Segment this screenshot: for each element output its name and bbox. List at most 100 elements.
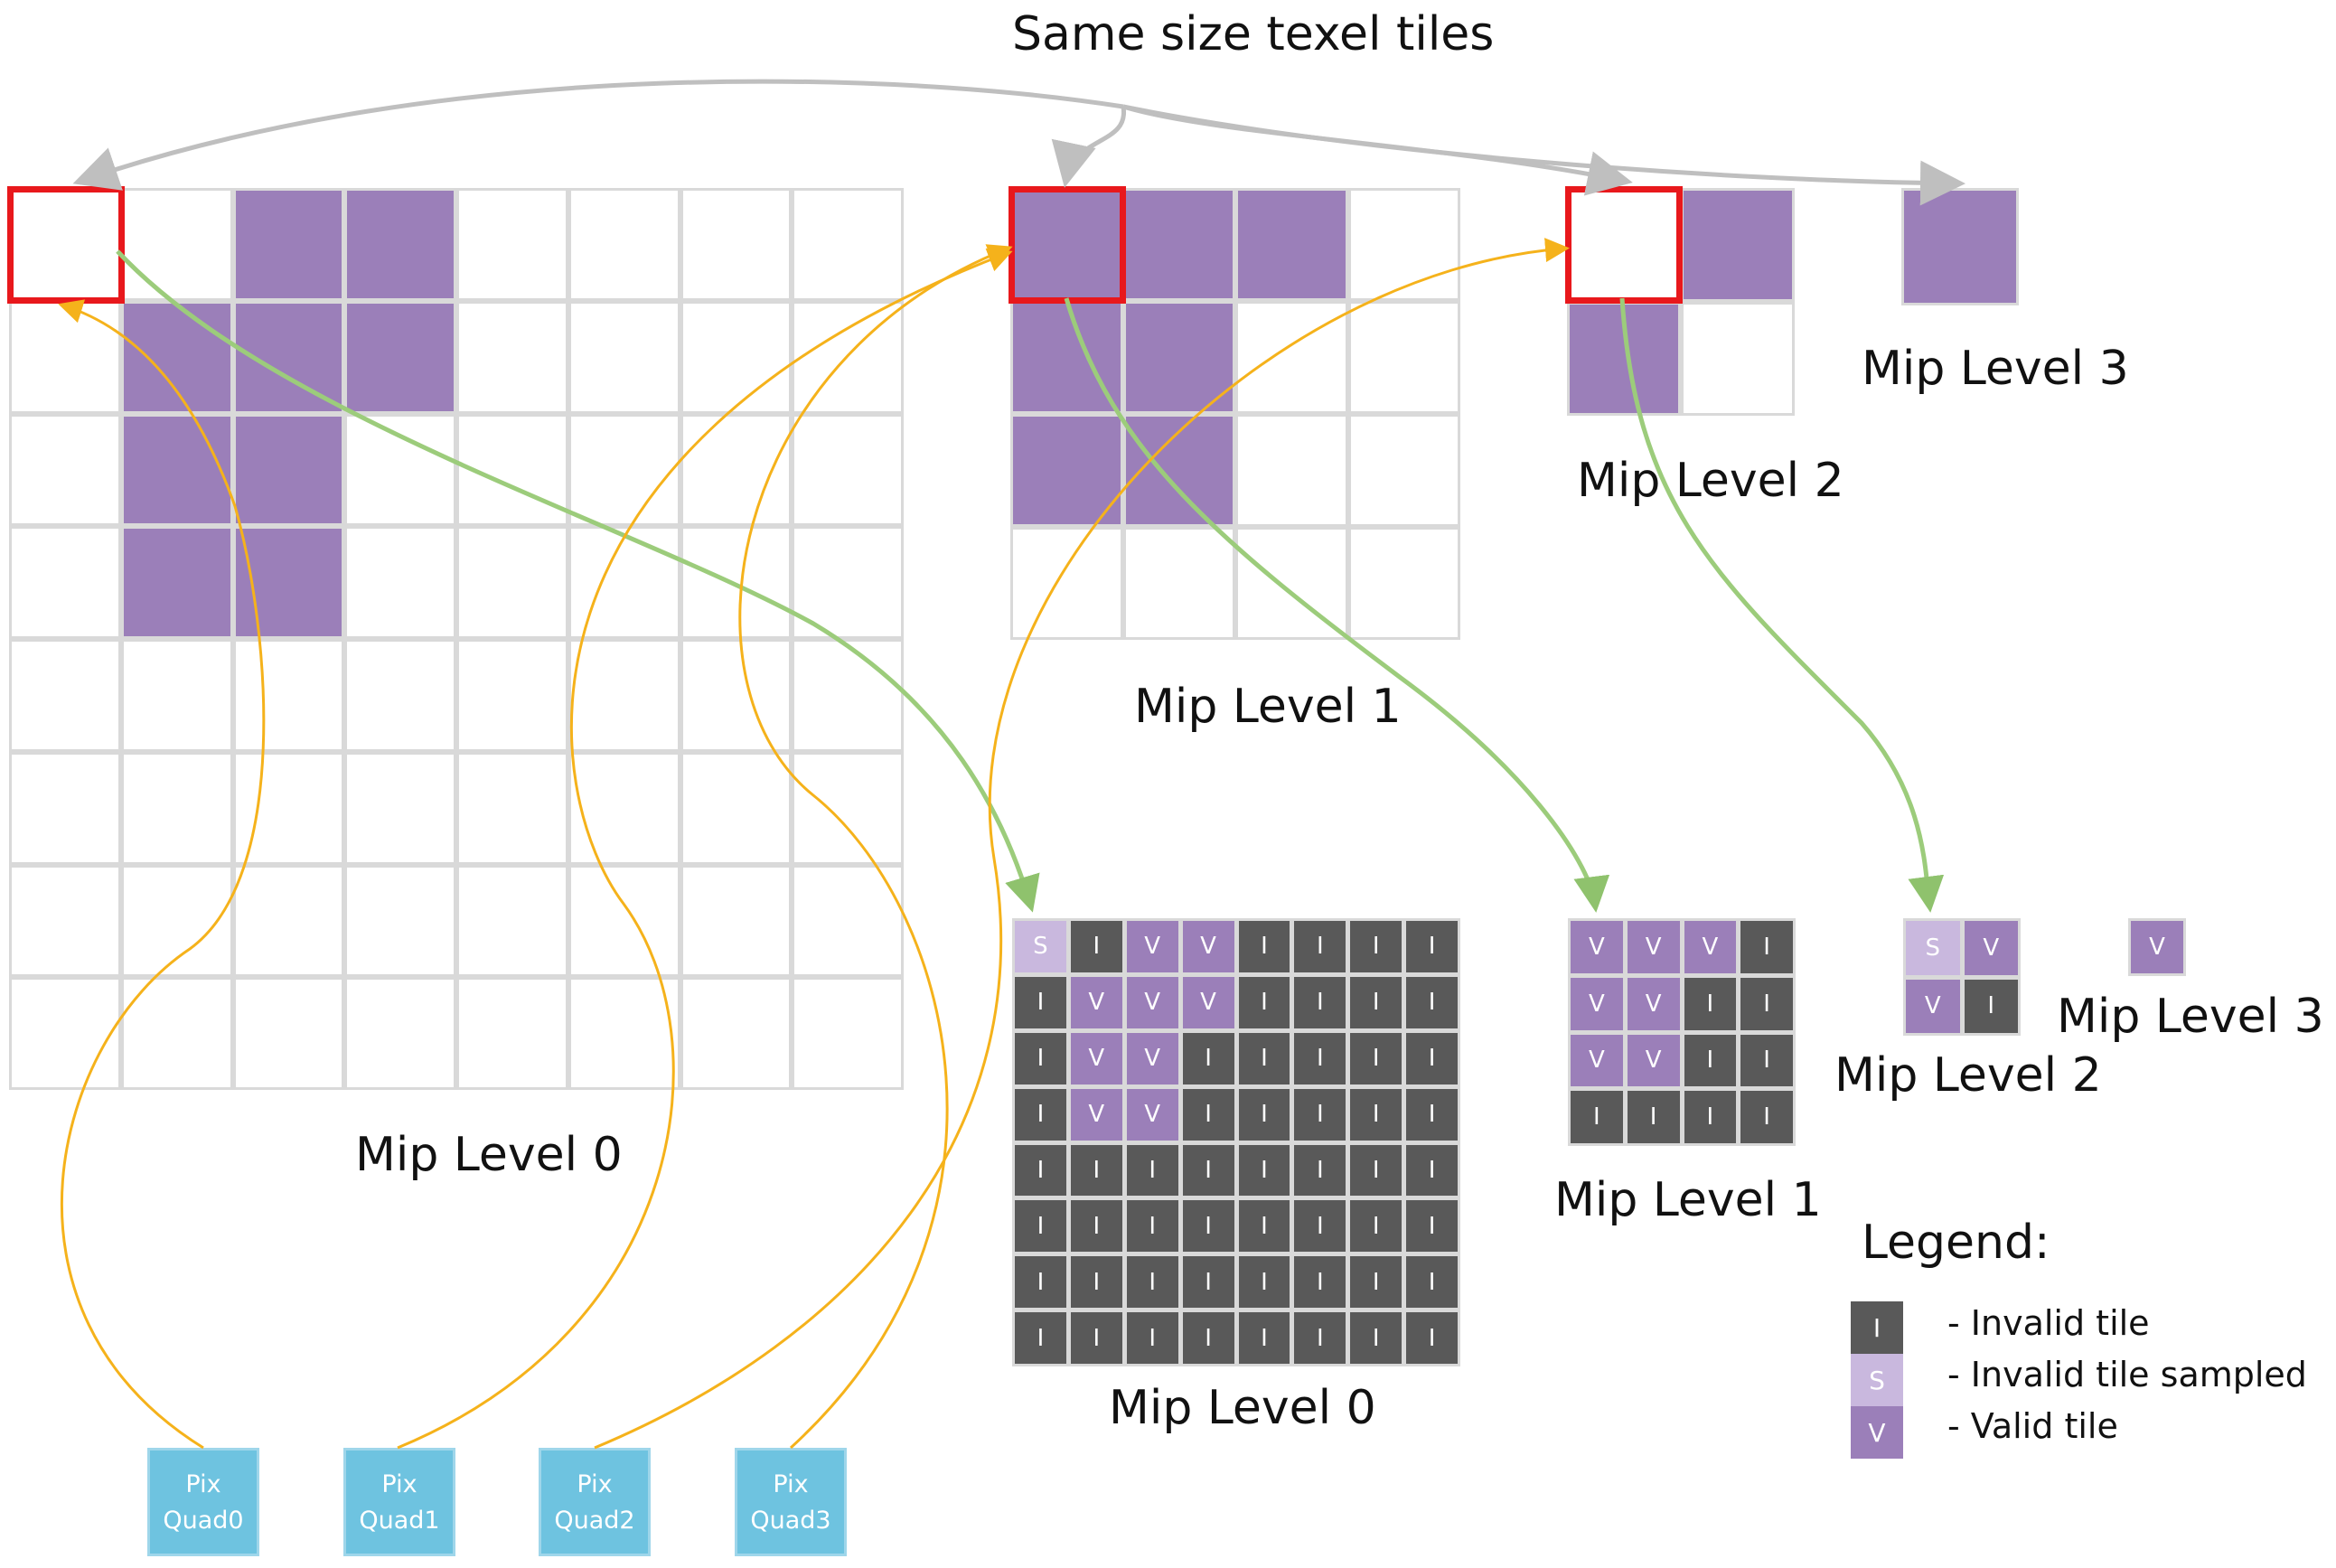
top-mip0-grid xyxy=(9,188,904,1090)
texel-tile-mip0-r4c0 xyxy=(12,642,118,749)
state-tile-mip0-r2c2: V xyxy=(1126,1032,1178,1084)
state-mip1-label: Mip Level 1 xyxy=(1554,1173,1822,1227)
state-tile-mip0-r0c4: I xyxy=(1238,921,1290,972)
texel-tile-mip1-r2c1 xyxy=(1125,417,1233,524)
texel-tile-mip0-r0c5 xyxy=(570,191,678,298)
state-tile-mip0-r6c5: I xyxy=(1294,1256,1346,1309)
texel-tile-mip0-r2c2 xyxy=(235,416,342,524)
state-tile-mip0-r2c5: I xyxy=(1294,1032,1346,1084)
state-tile-mip0-r2c6: I xyxy=(1350,1032,1403,1084)
state-tile-mip0-r3c3: I xyxy=(1182,1088,1234,1141)
state-tile-mip3-r0c0: V xyxy=(2131,921,2183,973)
texel-tile-mip0-r6c4 xyxy=(459,867,566,975)
texel-tile-mip2-r0c1 xyxy=(1684,191,1792,299)
state-mip3-grid: V xyxy=(2128,918,2186,976)
legend-invalid-text: - Invalid tile xyxy=(1947,1303,2150,1343)
gray-arrow-mip3 xyxy=(1122,104,1965,206)
pixel-quad-1-line1: Pix xyxy=(381,1470,417,1498)
state-tile-mip0-r2c1: V xyxy=(1070,1032,1122,1084)
pixel-quad-3: Pix Quad3 xyxy=(735,1448,847,1556)
state-tile-mip1-r1c2: I xyxy=(1684,977,1737,1030)
state-tile-mip0-r4c5: I xyxy=(1294,1144,1346,1197)
state-tile-mip2-r1c0: V xyxy=(1906,979,1960,1033)
state-tile-mip1-r2c3: I xyxy=(1740,1034,1793,1087)
texel-tile-mip0-r7c4 xyxy=(459,980,566,1087)
texel-tile-mip0-r4c2 xyxy=(235,642,342,749)
state-tile-mip0-r2c4: I xyxy=(1238,1032,1290,1084)
texel-tile-mip0-r0c4 xyxy=(459,191,566,298)
green-arrow-mip0 xyxy=(116,249,1040,913)
state-tile-mip1-r2c1: V xyxy=(1627,1034,1680,1087)
state-tile-mip0-r0c1: I xyxy=(1070,921,1122,972)
state-tile-mip0-r0c2: V xyxy=(1126,921,1178,972)
legend-invalid-swatch: I xyxy=(1851,1301,1903,1354)
texel-tile-mip1-r2c0 xyxy=(1013,417,1121,524)
top-mip2-label: Mip Level 2 xyxy=(1577,454,1844,508)
texel-tile-mip0-r0c7 xyxy=(794,191,901,298)
legend-valid-swatch: V xyxy=(1851,1406,1903,1459)
texel-tile-mip0-r2c0 xyxy=(12,416,118,524)
state-tile-mip0-r1c2: V xyxy=(1126,976,1178,1028)
state-tile-mip0-r5c7: I xyxy=(1406,1200,1458,1253)
state-tile-mip0-r6c7: I xyxy=(1406,1256,1458,1309)
state-tile-mip1-r2c0: V xyxy=(1571,1034,1623,1087)
yellow-arrow-quad2 xyxy=(594,238,1570,1450)
state-tile-mip1-r3c2: I xyxy=(1684,1091,1737,1143)
texel-tile-mip0-r3c0 xyxy=(12,529,118,636)
texel-tile-mip0-r1c3 xyxy=(347,303,454,411)
state-tile-mip0-r5c5: I xyxy=(1294,1200,1346,1253)
texel-tile-mip1-r1c1 xyxy=(1125,304,1233,411)
texel-tile-mip0-r3c4 xyxy=(459,529,566,636)
state-tile-mip0-r7c6: I xyxy=(1350,1312,1403,1364)
texel-tile-mip1-r2c2 xyxy=(1238,417,1346,524)
state-mip0-label: Mip Level 0 xyxy=(1109,1381,1376,1435)
state-tile-mip0-r4c3: I xyxy=(1182,1144,1234,1197)
state-tile-mip1-r1c0: V xyxy=(1571,977,1623,1030)
state-tile-mip0-r2c0: I xyxy=(1015,1032,1066,1084)
texel-tile-mip1-r1c2 xyxy=(1238,304,1346,411)
state-tile-mip2-r0c0: S xyxy=(1906,921,1960,975)
texel-tile-mip0-r4c3 xyxy=(347,642,454,749)
texel-tile-mip0-r1c5 xyxy=(570,303,678,411)
state-tile-mip0-r5c3: I xyxy=(1182,1200,1234,1253)
state-tile-mip1-r1c3: I xyxy=(1740,977,1793,1030)
state-tile-mip1-r0c3: I xyxy=(1740,921,1793,973)
texel-tile-mip0-r6c0 xyxy=(12,867,118,975)
state-tile-mip1-r0c0: V xyxy=(1571,921,1623,973)
texel-tile-mip3-r0c0 xyxy=(1904,191,2016,303)
top-mip3-grid xyxy=(1901,188,2019,305)
state-tile-mip1-r3c3: I xyxy=(1740,1091,1793,1143)
legend-sampled-swatch: S xyxy=(1851,1354,1903,1406)
state-tile-mip0-r0c0: S xyxy=(1015,921,1066,972)
state-tile-mip0-r5c4: I xyxy=(1238,1200,1290,1253)
state-tile-mip0-r1c4: I xyxy=(1238,976,1290,1028)
texel-tile-mip0-r4c7 xyxy=(794,642,901,749)
texel-tile-mip0-r1c6 xyxy=(682,303,790,411)
top-mip0-label: Mip Level 0 xyxy=(355,1128,623,1182)
texel-tile-mip0-r5c1 xyxy=(123,754,230,862)
state-tile-mip0-r5c1: I xyxy=(1070,1200,1122,1253)
state-tile-mip0-r6c3: I xyxy=(1182,1256,1234,1309)
texel-tile-mip0-r3c7 xyxy=(794,529,901,636)
texel-tile-mip2-r1c1 xyxy=(1684,305,1792,413)
texel-tile-mip0-r4c4 xyxy=(459,642,566,749)
texel-tile-mip0-r6c6 xyxy=(682,867,790,975)
texel-tile-mip0-r5c5 xyxy=(570,754,678,862)
texel-tile-mip1-r0c0 xyxy=(1013,191,1121,298)
pixel-quad-2-line1: Pix xyxy=(577,1470,613,1498)
green-arrow-mip1 xyxy=(1064,297,1610,913)
texel-tile-mip0-r7c2 xyxy=(235,980,342,1087)
state-tile-mip0-r6c0: I xyxy=(1015,1256,1066,1309)
texel-tile-mip0-r2c7 xyxy=(794,416,901,524)
state-tile-mip1-r0c2: V xyxy=(1684,921,1737,973)
texel-tile-mip0-r0c1 xyxy=(123,191,230,298)
texel-tile-mip0-r6c5 xyxy=(570,867,678,975)
texel-tile-mip0-r3c3 xyxy=(347,529,454,636)
texel-tile-mip1-r1c0 xyxy=(1013,304,1121,411)
state-tile-mip0-r6c1: I xyxy=(1070,1256,1122,1309)
yellow-arrow-quad0 xyxy=(58,299,266,1450)
texel-tile-mip0-r1c4 xyxy=(459,303,566,411)
